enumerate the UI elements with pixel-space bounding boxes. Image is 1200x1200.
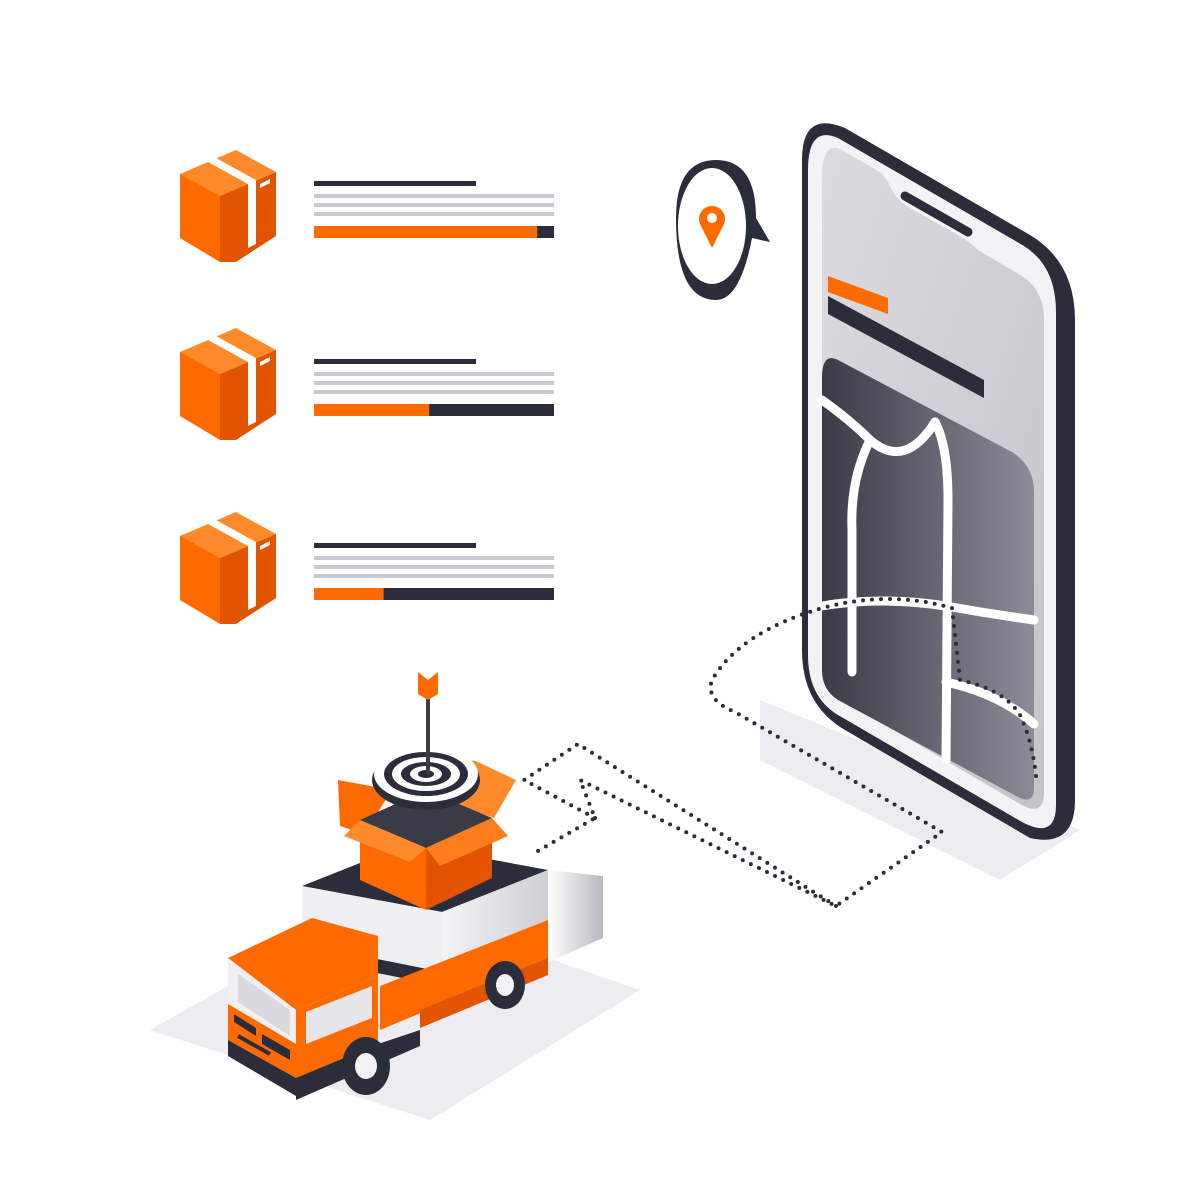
bumper	[228, 1040, 296, 1096]
detail-line	[314, 565, 554, 569]
smartphone	[760, 123, 1080, 880]
windshield	[238, 974, 290, 1036]
shipment-list	[180, 150, 554, 624]
arrow-fletching	[418, 672, 438, 700]
progress-fill	[314, 588, 384, 600]
cab-roof	[228, 918, 378, 1010]
screen-header-accent	[828, 276, 888, 314]
open-package-box	[338, 672, 516, 910]
map-panel	[817, 358, 1039, 800]
shipment-row	[180, 328, 554, 440]
detail-line	[314, 574, 554, 578]
location-bubble	[676, 160, 770, 300]
detail-line	[314, 381, 554, 385]
package-box-icon	[180, 512, 276, 624]
side-window	[306, 986, 372, 1044]
phone-speaker	[900, 191, 973, 237]
title-line	[314, 359, 476, 364]
shipment-row	[180, 150, 554, 262]
detail-line	[314, 194, 554, 198]
package-box-icon	[180, 150, 276, 262]
progress-fill	[314, 226, 538, 238]
detail-line	[314, 390, 554, 394]
package-box-icon	[180, 328, 276, 440]
detail-line	[314, 212, 554, 216]
title-line	[314, 543, 476, 548]
truck-rear-door	[548, 870, 603, 962]
shipment-row	[180, 512, 554, 624]
title-line	[314, 181, 476, 186]
detail-line	[314, 556, 554, 560]
location-pin-icon	[699, 206, 725, 248]
screen-header-line	[828, 296, 984, 398]
delivery-route	[520, 597, 1038, 909]
progress-fill	[314, 404, 430, 416]
detail-line	[314, 203, 554, 207]
target-icon	[372, 672, 480, 810]
detail-line	[314, 372, 554, 376]
